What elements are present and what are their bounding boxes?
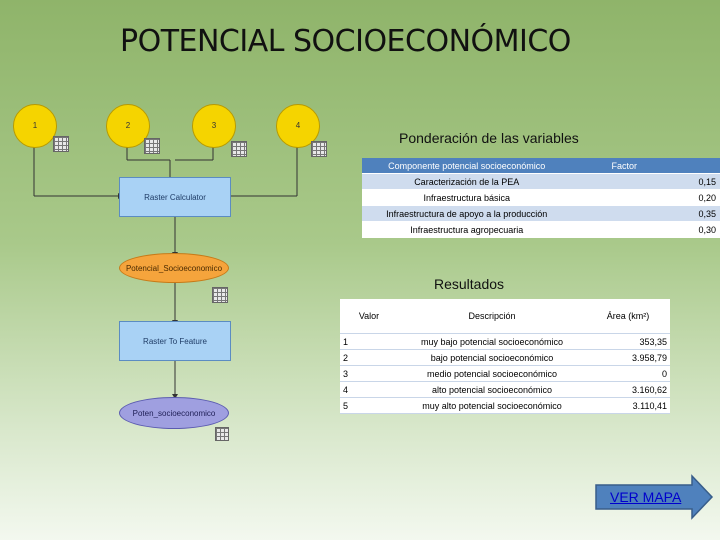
cell-factor: 0,35 [571,205,720,222]
parameter-icon [53,136,69,152]
parameter-icon [212,287,228,303]
input-node-2[interactable]: 2 [106,104,150,148]
table-header-row: Componente potencial socioeconómico Fact… [362,158,720,174]
cell-descripcion: bajo potencial socioeconómico [398,349,586,366]
ponderacion-table: Componente potencial socioeconómico Fact… [362,158,720,238]
table-row: 1 muy bajo potencial socioeconómico 353,… [340,333,670,350]
table-row: Caracterización de la PEA 0,15 [362,173,720,190]
header-valor: Valor [340,299,398,334]
input-node-3[interactable]: 3 [192,104,236,148]
resultados-table: Valor Descripción Área (km²) 1 muy bajo … [340,299,670,414]
header-descripcion: Descripción [398,299,586,334]
potencial-socioeconomico-node[interactable]: Potencial_Socioeconomico [119,253,229,283]
raster-to-feature-tool[interactable]: Raster To Feature [119,321,231,361]
cell-descripcion: muy bajo potencial socioeconómico [398,333,586,350]
table-row: Infraestructura agropecuaria 0,30 [362,221,720,238]
output-node[interactable]: Poten_socioeconomico [119,397,229,429]
table-row: 2 bajo potencial socioeconómico 3.958,79 [340,349,670,366]
table-row: 5 muy alto potencial socioeconómico 3.11… [340,397,670,414]
cell-descripcion: medio potencial socioeconómico [398,365,586,382]
table-row: Infraestructura básica 0,20 [362,189,720,206]
resultados-title: Resultados [434,276,505,292]
table-row: 3 medio potencial socioeconómico 0 [340,365,670,382]
cell-componente: Infraestructura básica [362,189,572,206]
table-row: Infraestructura de apoyo a la producción… [362,205,720,222]
parameter-icon [311,141,327,157]
cell-area: 0 [586,365,670,382]
cell-descripcion: alto potencial socioeconómico [398,381,586,398]
cell-area: 3.110,41 [586,397,670,414]
cell-area: 3.160,62 [586,381,670,398]
ver-mapa-link[interactable]: VER MAPA [610,489,682,505]
raster-calculator-tool[interactable]: Raster Calculator [119,177,231,217]
cell-factor: 0,30 [571,221,720,238]
add-to-display-icon [215,427,229,441]
table-header-row: Valor Descripción Área (km²) [340,299,670,334]
page-title: POTENCIAL SOCIOECONÓMICO [120,24,571,59]
cell-valor: 2 [340,349,398,366]
input-node-1[interactable]: 1 [13,104,57,148]
cell-componente: Infraestructura agropecuaria [362,221,572,238]
parameter-icon [144,138,160,154]
parameter-icon [231,141,247,157]
header-factor: Factor [571,158,720,174]
cell-componente: Caracterización de la PEA [362,173,572,190]
input-node-4[interactable]: 4 [276,104,320,148]
cell-area: 353,35 [586,333,670,350]
cell-valor: 4 [340,381,398,398]
cell-componente: Infraestructura de apoyo a la producción [362,205,572,222]
cell-valor: 5 [340,397,398,414]
cell-valor: 1 [340,333,398,350]
cell-area: 3.958,79 [586,349,670,366]
header-componente: Componente potencial socioeconómico [362,158,572,174]
ver-mapa-arrow-icon[interactable] [594,474,714,520]
cell-factor: 0,15 [571,173,720,190]
table-row: 4 alto potencial socioeconómico 3.160,62 [340,381,670,398]
ponderacion-title: Ponderación de las variables [399,130,579,146]
cell-descripcion: muy alto potencial socioeconómico [398,397,586,414]
cell-valor: 3 [340,365,398,382]
cell-factor: 0,20 [571,189,720,206]
header-area: Área (km²) [586,299,670,334]
